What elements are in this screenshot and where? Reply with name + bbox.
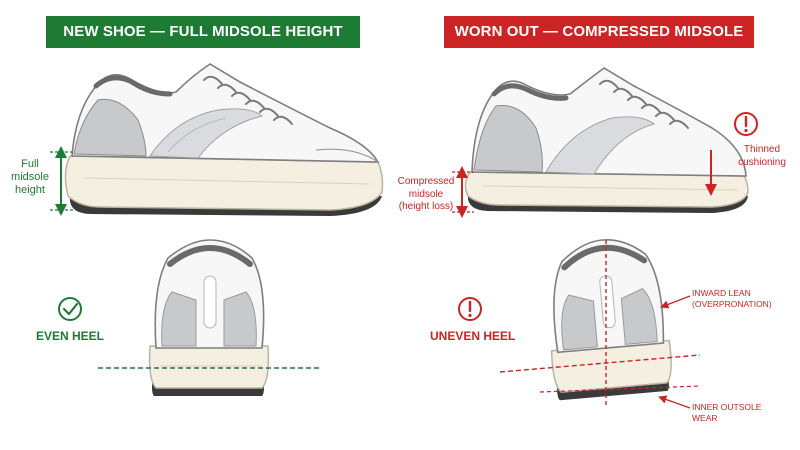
alert-circle-icon	[734, 112, 758, 136]
full-midsole-label: Full midsole height	[11, 158, 49, 196]
alert-circle-icon	[458, 297, 482, 321]
inward-lean-label: INWARD LEAN (OVERPRONATION)	[692, 288, 772, 309]
worn-shoe-banner: WORN OUT — COMPRESSED MIDSOLE	[444, 16, 754, 48]
inner-outsole-wear-label: INNER OUTSOLE WEAR	[692, 402, 762, 423]
worn-shoe-rear-view	[550, 238, 672, 401]
thinned-cushioning-label: Thinned cushioning	[738, 144, 786, 168]
worn-shoe-side-view	[464, 67, 749, 213]
new-shoe-rear-view	[148, 239, 270, 396]
new-shoe-side-view	[64, 63, 384, 216]
compressed-midsole-label: Compressed midsole (height loss)	[397, 176, 455, 212]
new-shoe-banner: NEW SHOE — FULL MIDSOLE HEIGHT	[46, 16, 360, 48]
check-circle-icon	[58, 297, 82, 321]
uneven-heel-label: UNEVEN HEEL	[430, 329, 516, 343]
even-heel-label: EVEN HEEL	[35, 329, 104, 343]
